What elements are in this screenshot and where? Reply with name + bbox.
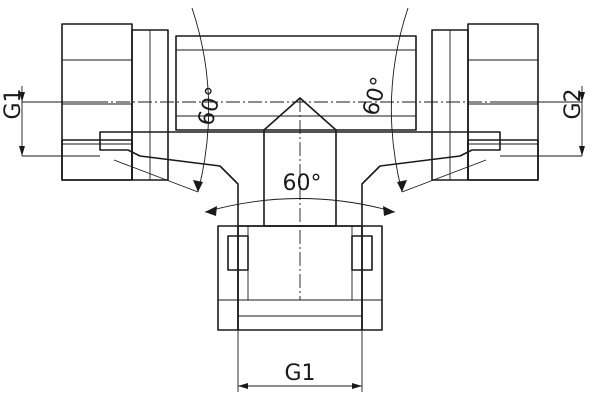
dimension-lines (19, 86, 585, 392)
lower-branch-body (217, 225, 383, 331)
tee-body-section (99, 97, 501, 300)
angle-arcs (113, 7, 487, 216)
angle-label-bottom: 60° (283, 171, 322, 196)
left-swivel-nut (61, 23, 169, 181)
dimension-label-right: G2 (561, 88, 586, 119)
dimension-label-bottom: G1 (284, 361, 315, 386)
body-top-run (175, 35, 417, 131)
dimension-label-left: G1 (1, 88, 26, 119)
angle-label-left: 60° (194, 84, 228, 128)
angle-label-right: 60° (359, 74, 393, 118)
